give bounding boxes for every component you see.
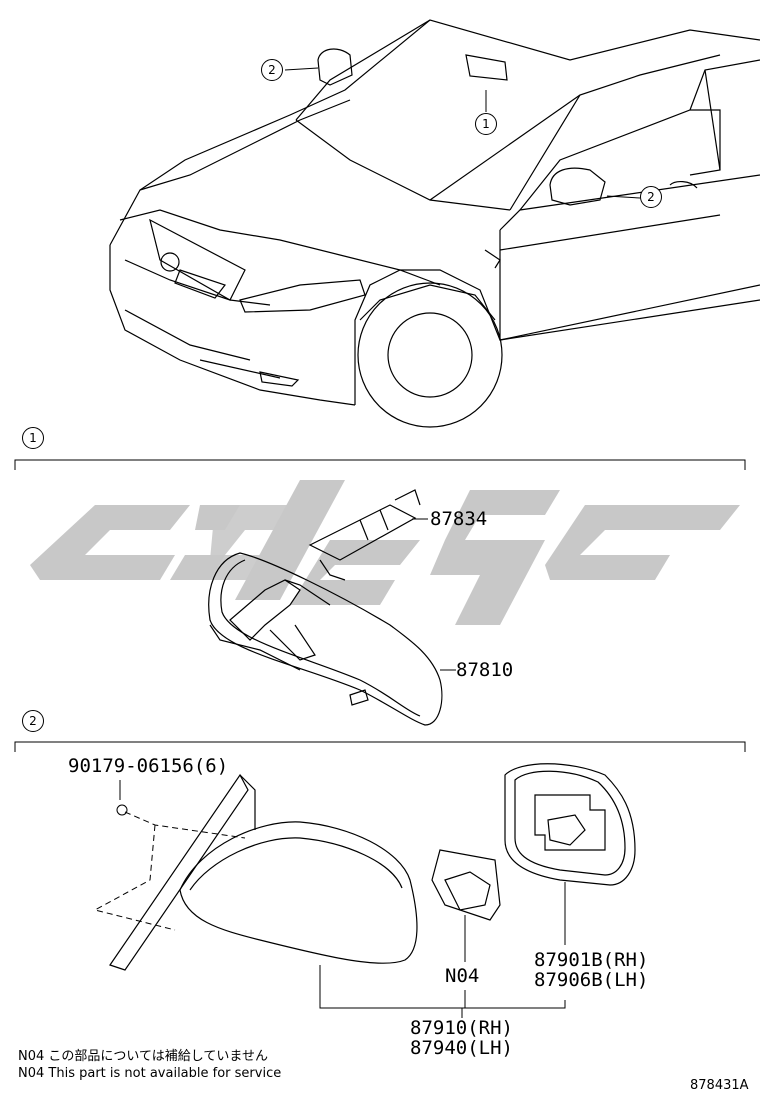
part-label-87906b-lh: 87906B(LH) — [534, 969, 649, 991]
note-english: N04 This part is not available for servi… — [18, 1066, 282, 1081]
callout-mirror-outer-right: 2 — [640, 186, 662, 208]
part-label-87834: 87834 — [430, 508, 488, 530]
part-label-87901b-rh: 87901B(RH) — [534, 949, 649, 971]
section-dividers — [14, 459, 746, 752]
leader-lines-s1 — [412, 518, 456, 671]
callout-mirror-inner: 1 — [475, 113, 497, 135]
part-label-87810: 87810 — [456, 659, 514, 681]
section-1-number: 1 — [22, 427, 44, 449]
callout-mirror-outer-left: 2 — [261, 59, 283, 81]
section-2-number: 2 — [22, 710, 44, 732]
car-illustration — [109, 19, 760, 428]
outer-mirror-drawing — [109, 763, 636, 971]
part-label-87910-rh: 87910(RH) — [410, 1017, 513, 1039]
watermark-logo — [30, 480, 740, 625]
part-label-87940-lh: 87940(LH) — [410, 1037, 513, 1059]
figure-code: 878431A — [690, 1078, 749, 1093]
note-japanese: N04 この部品については補給していません — [18, 1049, 268, 1064]
part-label-n04: N04 — [445, 965, 480, 987]
leader-lines-car — [284, 67, 641, 199]
leader-lines-s2 — [119, 780, 566, 1018]
dashed-lines-s2 — [93, 811, 246, 931]
inner-mirror-drawing — [208, 489, 443, 726]
part-label-90179-06156: 90179-06156(6) — [68, 755, 229, 777]
clip-icon — [116, 804, 128, 816]
